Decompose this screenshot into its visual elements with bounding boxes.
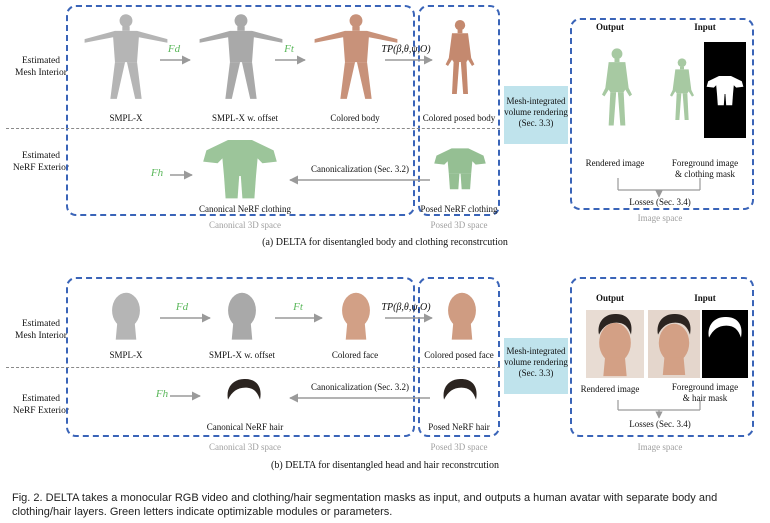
image-space-box-a: [570, 18, 754, 210]
row-divider-a: [6, 128, 500, 129]
row-label-mesh-b: Estimated Mesh Interior: [15, 319, 67, 341]
canonicalization-label-a: Canonicalization (Sec. 3.2): [311, 164, 409, 174]
row-label-nerf-b: Estimated NeRF Exterior: [12, 394, 70, 416]
canonical-nerf-label-b: Canonical NeRF hair: [206, 422, 284, 432]
smplx-offset-label-b: SMPL-X w. offset: [208, 350, 275, 360]
render-band-a: [504, 86, 568, 144]
colored-body-label-a: Colored body: [330, 113, 380, 123]
posed-space-label-b: Posed 3D space: [430, 442, 488, 452]
canonical-nerf-hair-figure-b: [224, 376, 264, 402]
row-label-nerf-a: Estimated NeRF Exterior: [12, 151, 70, 173]
posed-nerf-hair-figure-b: [440, 376, 480, 402]
render-label-a: Mesh-integrated volume rendering (Sec. 3…: [504, 96, 568, 128]
output-label-b: Output: [595, 293, 624, 303]
fh-param-b: Fh: [155, 388, 169, 400]
render-band-b: [504, 338, 568, 394]
row-divider-b: [6, 367, 500, 368]
colored-posed-label-b: Colored posed face: [424, 350, 494, 360]
foreground-label-b: Foreground image & hair mask: [671, 382, 739, 403]
losses-label-b: Losses (Sec. 3.4): [629, 419, 691, 429]
figure-caption: Fig. 2. DELTA takes a monocular RGB vide…: [12, 492, 718, 518]
posed-space-label-a: Posed 3D space: [430, 220, 488, 230]
caption-a: (a) DELTA for disentangled body and clot…: [262, 237, 508, 248]
arrows-a: [160, 55, 701, 198]
image-space-label-b: Image space: [637, 442, 683, 452]
render-label-b: Mesh-integrated volume rendering (Sec. 3…: [504, 346, 568, 378]
foreground-image-figure-b: [648, 310, 700, 378]
colored-posed-label-a: Colored posed body: [422, 113, 496, 123]
posed-nerf-label-b: Posed NeRF hair: [428, 422, 490, 432]
rendered-image-label-a: Rendered image: [585, 158, 645, 168]
canonical-space-box-b: [66, 277, 415, 437]
posed-space-box-a: [418, 5, 500, 216]
input-label-a: Input: [694, 22, 716, 32]
canonical-space-label-a: Canonical 3D space: [209, 220, 281, 230]
image-space-label-a: Image space: [637, 213, 683, 223]
fd-param-a: Fd: [167, 43, 181, 55]
fd-param-b: Fd: [175, 301, 189, 313]
foreground-label-a: Foreground image & clothing mask: [671, 158, 739, 179]
arrows-b: [160, 313, 701, 419]
smplx-label-a: SMPL-X: [109, 113, 143, 123]
hair-mask-image-b: [702, 310, 748, 378]
posed-space-box-b: [418, 277, 500, 437]
smplx-label-b: SMPL-X: [109, 350, 143, 360]
image-space-box-b: [570, 277, 754, 437]
rendered-image-label-b: Rendered image: [580, 384, 640, 394]
output-label-a: Output: [595, 22, 624, 32]
row-label-mesh-a: Estimated Mesh Interior: [15, 56, 67, 78]
input-label-b: Input: [694, 293, 716, 303]
rendered-image-figure-b: [586, 310, 644, 378]
fh-param-a: Fh: [150, 167, 164, 179]
posed-nerf-label-a: Posed NeRF clothing: [420, 204, 498, 214]
caption-b: (b) DELTA for disentangled head and hair…: [271, 460, 499, 471]
ft-param-b: Ft: [293, 301, 303, 313]
clothing-mask-image-a: [704, 42, 746, 138]
tp-transform-a: TP(β,θ,ψ,O): [381, 44, 431, 55]
losses-label-a: Losses (Sec. 3.4): [629, 197, 691, 207]
canonicalization-label-b: Canonicalization (Sec. 3.2): [311, 382, 409, 392]
canonical-nerf-label-a: Canonical NeRF clothing: [199, 204, 291, 214]
ft-param-a: Ft: [284, 43, 294, 55]
smplx-offset-label-a: SMPL-X w. offset: [211, 113, 278, 123]
colored-face-label-b: Colored face: [331, 350, 379, 360]
canonical-space-box-a: [66, 5, 415, 216]
canonical-space-label-b: Canonical 3D space: [209, 442, 281, 452]
tp-transform-b: TP(β,θ,ψ,O): [381, 302, 431, 313]
